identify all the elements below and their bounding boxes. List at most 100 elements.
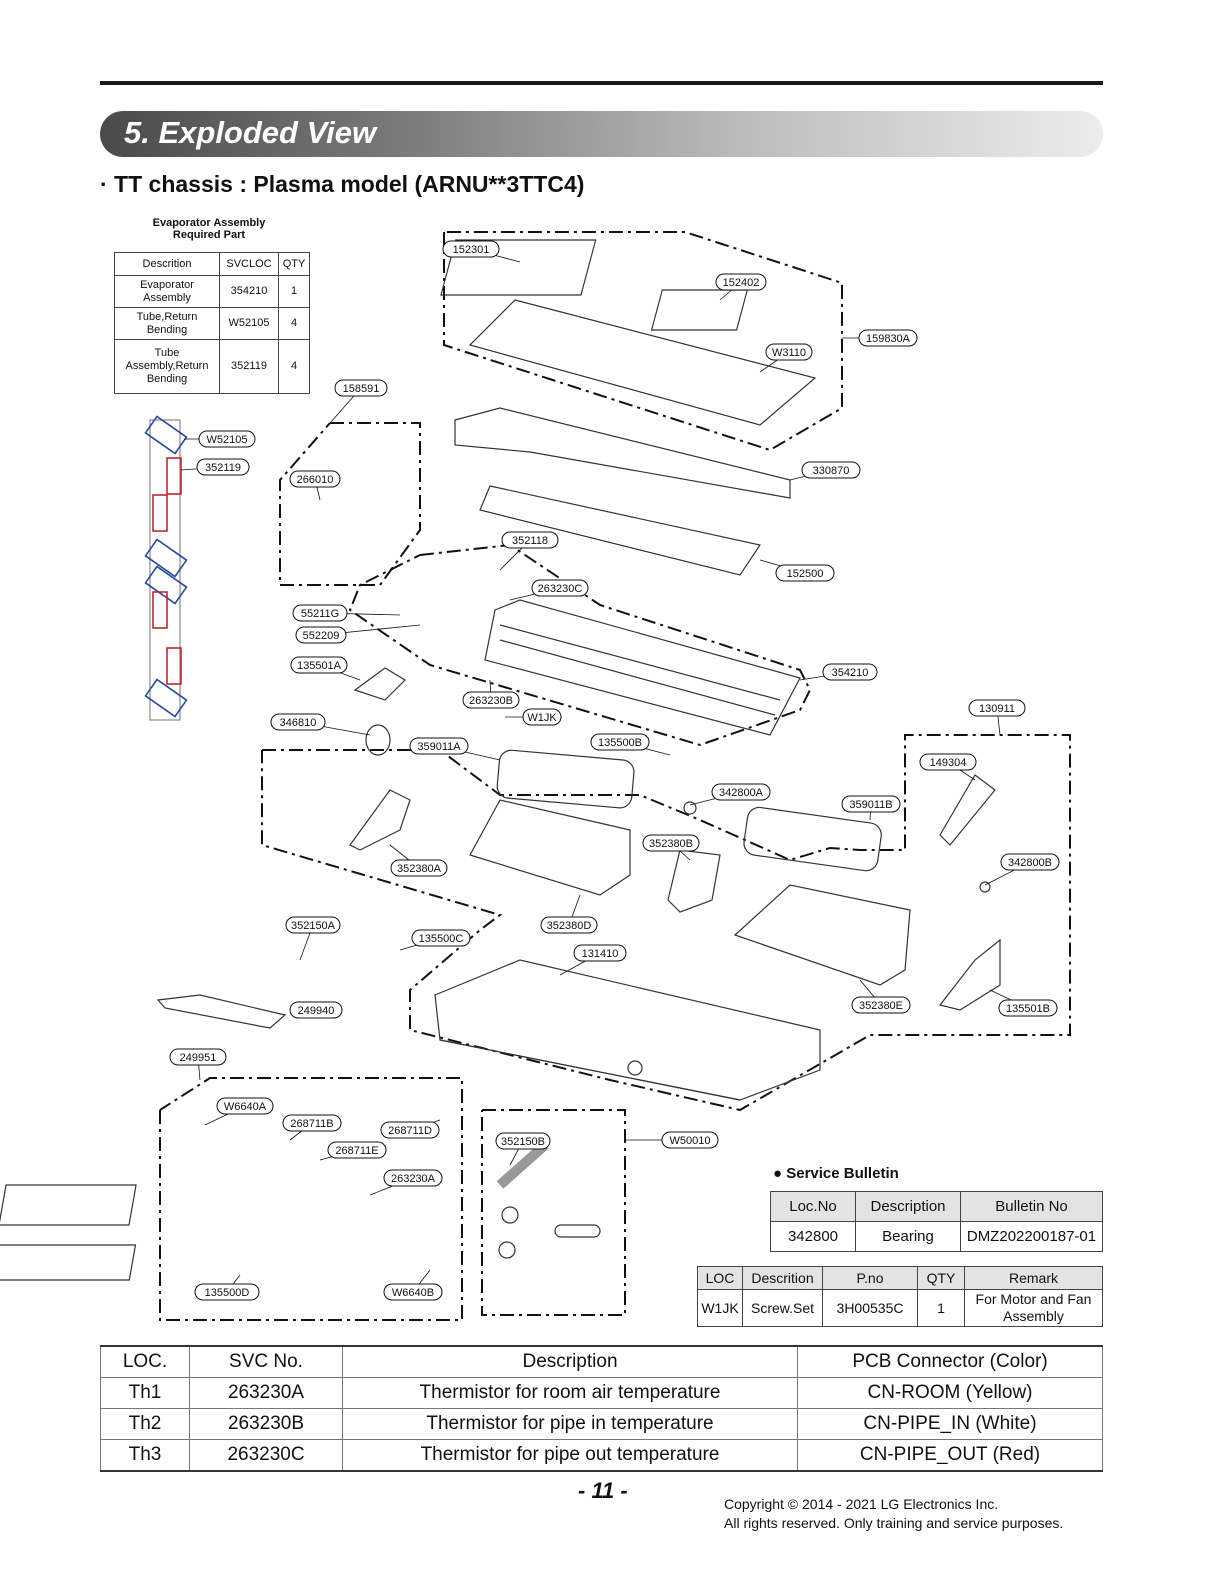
table-header-cell: Description: [855, 1191, 961, 1222]
table-cell: CN-ROOM (Yellow): [797, 1377, 1103, 1409]
callout-label: 342800B: [1008, 857, 1052, 869]
table-cell: 3H00535C: [822, 1289, 918, 1327]
tube-w52105-4: [144, 678, 188, 718]
table-cell: 4: [278, 339, 310, 394]
table-row: Th2 263230B Thermistor for pipe in tempe…: [100, 1408, 1103, 1440]
scroll-352380B: [667, 849, 721, 913]
callout-135501B: 135501B: [989, 989, 1058, 1017]
table-header-cell: SVCLOC: [219, 252, 279, 276]
top-rule: [100, 81, 1103, 85]
callout-W6640B: W6640B: [383, 1269, 443, 1301]
callout-55211G: 55211G: [292, 604, 401, 622]
table-cell: Tube Assembly,Return Bending: [114, 339, 220, 394]
callout-268711D: 268711D: [380, 1119, 441, 1139]
callout-249951: 249951: [169, 1048, 227, 1081]
table-header-row: Loc.No Description Bulletin No: [770, 1191, 1103, 1222]
table-cell: Evaporator Assembly: [114, 275, 220, 308]
table-cell: 4: [278, 307, 310, 340]
filter-part-152402: [650, 289, 749, 331]
table-cell: Th1: [100, 1377, 190, 1409]
bearing-342800A: [683, 801, 697, 815]
evaporator-caption-line2: Required Part: [172, 229, 246, 241]
callout-342800A: 342800A: [689, 783, 771, 806]
callout-263230B: 263230B: [462, 679, 520, 709]
tube-352119-2: [152, 494, 168, 532]
callout-263230A: 263230A: [369, 1169, 443, 1196]
table-cell: For Motor and Fan Assembly: [964, 1289, 1103, 1327]
table-cell: Tube,Return Bending: [114, 307, 220, 340]
service-bulletin-title: ● Service Bulletin: [773, 1165, 899, 1182]
table-cell: Screw.Set: [742, 1289, 823, 1327]
copyright-line1: Copyright © 2014 - 2021 LG Electronics I…: [724, 1496, 999, 1512]
fan-359011B: [743, 806, 882, 872]
bracket-135501A: [353, 667, 406, 701]
evaporator-caption-line1: Evaporator Assembly: [152, 217, 266, 229]
callout-label: 330870: [813, 465, 850, 477]
evaporator-354210: [484, 599, 801, 736]
control-box-330870: [454, 407, 791, 499]
tube-352119-4: [166, 647, 182, 685]
callout-label: 55211G: [301, 608, 339, 620]
callout-352150A: 352150A: [285, 916, 341, 961]
callout-label: 266010: [297, 474, 334, 486]
scroll-352380D: [469, 799, 631, 896]
callout-label: 159830A: [866, 333, 911, 345]
callout-label: 135501A: [297, 660, 342, 672]
table-row: W1JK Screw.Set 3H00535C 1 For Motor and …: [697, 1289, 1103, 1327]
table-header-cell: LOC: [697, 1266, 743, 1290]
table-header-cell: Descrition: [742, 1266, 823, 1290]
callout-label: 249951: [180, 1052, 217, 1064]
table-row: Th1 263230A Thermistor for room air temp…: [100, 1377, 1103, 1409]
callout-label: 352380E: [859, 1000, 903, 1012]
top-cover-group-outline: [443, 231, 843, 452]
page-subtitle: · TT chassis : Plasma model (ARNU**3TTC4…: [100, 171, 585, 197]
callout-352150B: 352150B: [495, 1132, 551, 1166]
table-cell: W52105: [219, 307, 279, 340]
callout-label: 354210: [832, 667, 869, 679]
callout-label: 135501B: [1006, 1003, 1050, 1015]
callout-label: 352380A: [397, 863, 442, 875]
drain-hose-352150B: [496, 1141, 549, 1189]
callout-label: 152402: [723, 277, 760, 289]
table-cell: 352119: [219, 339, 279, 394]
callout-263230C: 263230C: [509, 579, 589, 601]
callout-135500D: 135500D: [194, 1274, 260, 1301]
section-title: 5. Exploded View: [124, 115, 377, 150]
callout-346810: 346810: [270, 713, 371, 736]
callout-label: 346810: [280, 717, 317, 729]
callout-label: 131410: [582, 948, 619, 960]
table-row: Th3 263230C Thermistor for pipe out temp…: [100, 1439, 1103, 1472]
scroll-352380A: [349, 789, 411, 851]
callout-149304: 149304: [919, 753, 977, 781]
front-frame-152500: [479, 485, 761, 576]
callout-label: 352118: [512, 535, 548, 547]
drain-pump-group-outline: [279, 422, 421, 586]
pcb-box-263230A: [0, 1184, 137, 1226]
callout-552209: 552209: [295, 624, 421, 644]
callout-label: W6640B: [392, 1287, 434, 1299]
callout-label: W6640A: [224, 1101, 267, 1113]
table-header-row: LOC Descrition P.no QTY Remark: [697, 1266, 1103, 1290]
callout-135501A: 135501A: [290, 656, 361, 681]
callout-label: W50010: [670, 1135, 711, 1147]
callout-359011A: 359011A: [409, 737, 501, 761]
tube-w52105-2: [144, 538, 188, 578]
table-cell: CN-PIPE_OUT (Red): [797, 1439, 1103, 1472]
table-header-cell: Bulletin No: [960, 1191, 1103, 1222]
callout-152402: 152402: [715, 273, 767, 301]
table-cell: 342800: [770, 1221, 856, 1252]
table-header-cell: SVC No.: [189, 1345, 343, 1378]
callout-label: 342800A: [719, 787, 764, 799]
thermistor-table: LOC. SVC No. Description PCB Connector (…: [100, 1345, 1103, 1472]
tube-352119-3: [152, 591, 168, 629]
evaporator-caption: Evaporator Assembly Required Part: [114, 217, 304, 241]
callout-label: 268711B: [290, 1118, 333, 1130]
tube-w52105-3: [144, 565, 188, 605]
drain-hose-group-outline: [481, 1109, 626, 1316]
tube-352119-1: [166, 457, 182, 495]
motor-346810: [365, 724, 391, 756]
cover-frame-159830A: [468, 299, 817, 426]
callout-label: 359011A: [417, 741, 461, 753]
bracket-135501B: [938, 938, 1001, 1011]
table-cell: Thermistor for pipe in temperature: [342, 1408, 798, 1440]
